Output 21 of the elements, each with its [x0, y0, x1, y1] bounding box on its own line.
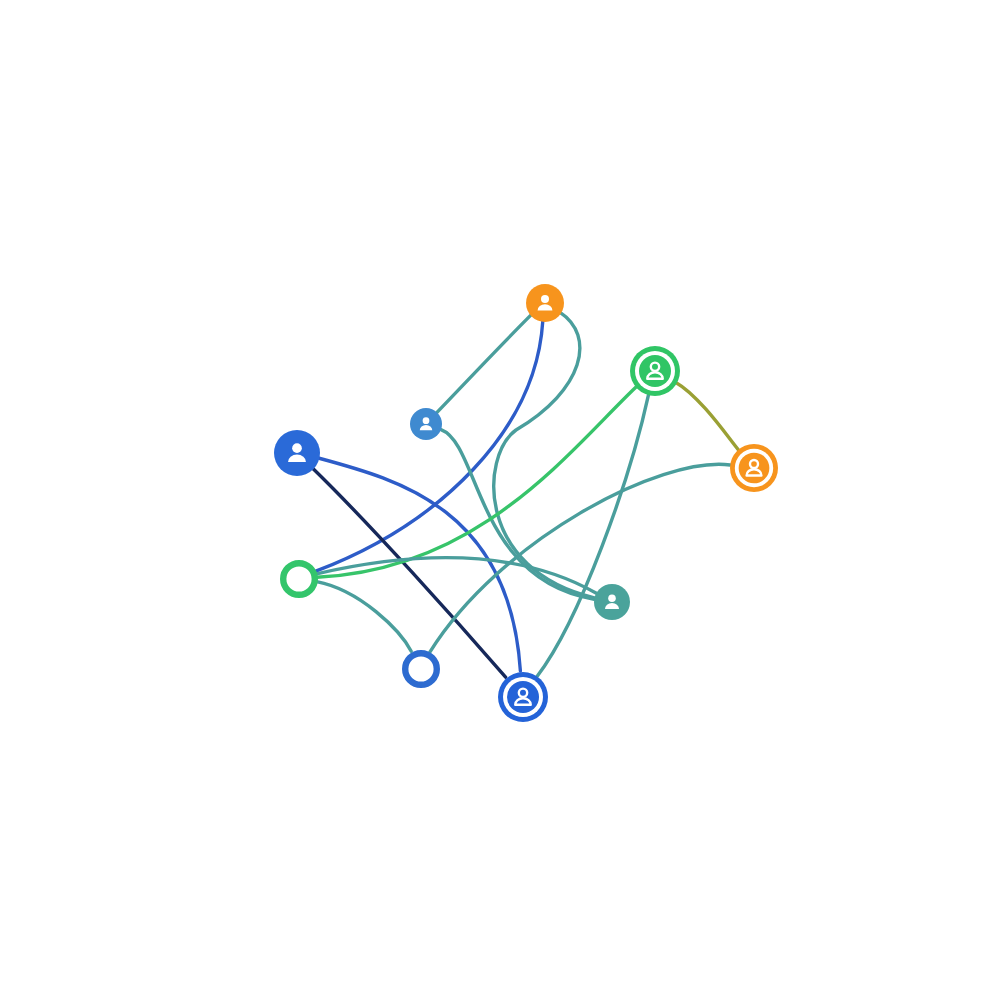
- user-icon: [273, 429, 319, 475]
- user-icon: [497, 671, 547, 721]
- ring-icon: [279, 559, 317, 597]
- connector-line: [435, 313, 533, 415]
- connector-line: [314, 556, 599, 595]
- user-icon: [730, 444, 778, 492]
- user-icon: [525, 283, 563, 321]
- connector-line: [535, 392, 651, 678]
- connector-line: [316, 456, 523, 673]
- connector-line: [315, 385, 638, 579]
- user-icon: [629, 345, 679, 395]
- connector-line: [674, 380, 741, 452]
- connector-line: [314, 579, 413, 653]
- connector-line: [428, 462, 732, 654]
- connector-line: [439, 427, 596, 601]
- user-icon: [410, 408, 442, 440]
- ring-icon: [401, 649, 439, 687]
- connector-line: [314, 319, 545, 573]
- connector-line: [310, 466, 508, 679]
- connector-line: [492, 310, 597, 600]
- user-icon: [594, 584, 630, 620]
